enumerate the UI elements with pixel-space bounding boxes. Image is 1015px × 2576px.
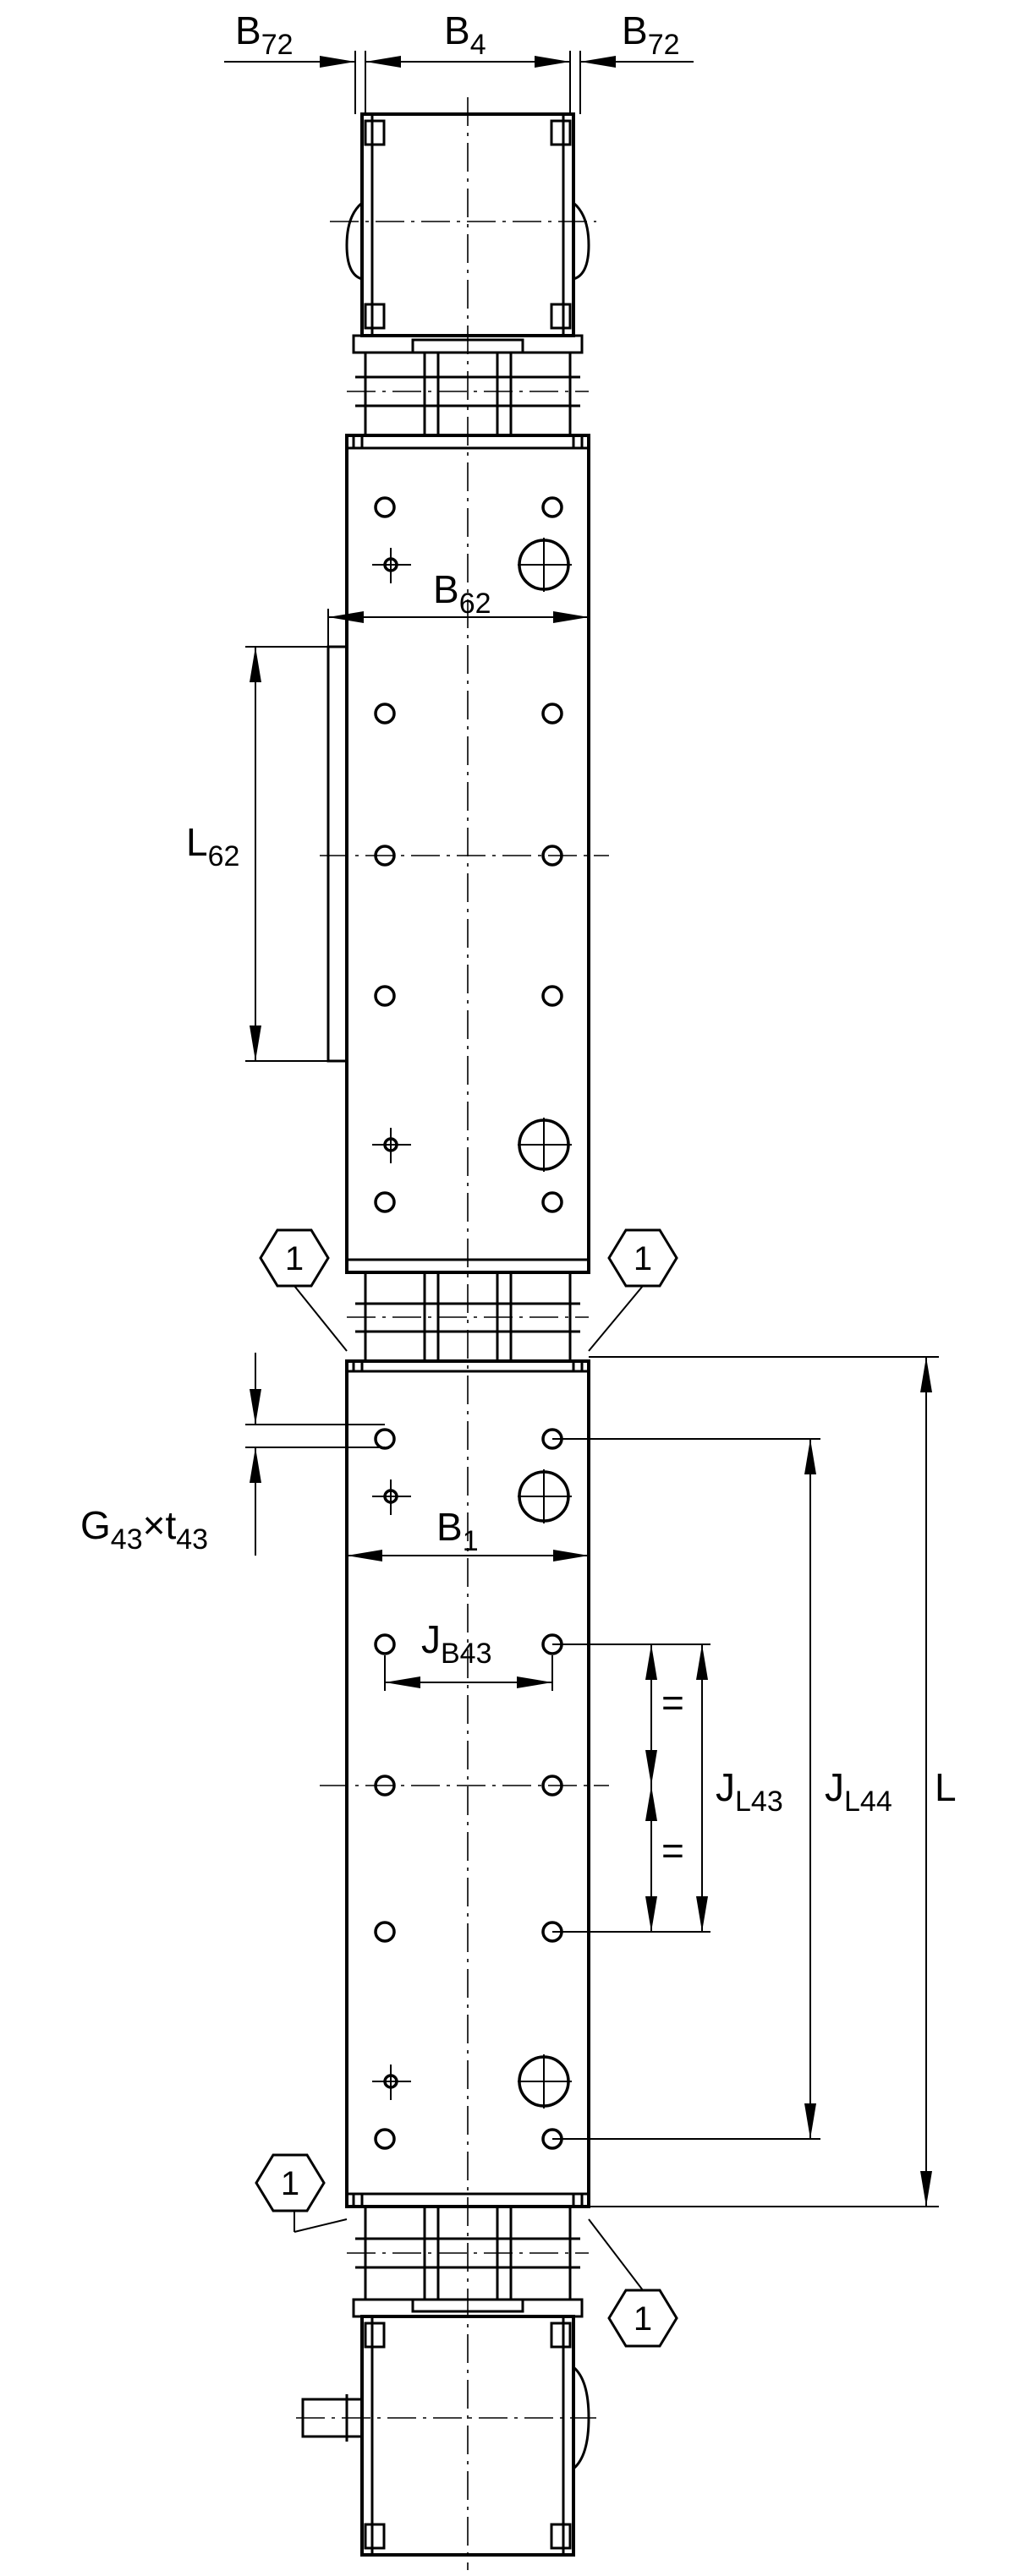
label-b4: B4 xyxy=(444,8,486,61)
g43-dimension xyxy=(245,1353,385,1556)
b1-dimension xyxy=(347,1550,589,1561)
l62-dimension xyxy=(245,646,347,1062)
label-equal-lower: = xyxy=(661,1829,684,1873)
label-b62: B62 xyxy=(433,567,491,620)
label-b72-left: B72 xyxy=(235,8,294,61)
label-jb43: JB43 xyxy=(421,1617,492,1670)
b62-dimension xyxy=(327,609,589,647)
svg-text:1: 1 xyxy=(281,2165,299,2202)
svg-text:1: 1 xyxy=(634,2300,652,2338)
jb43-dimension xyxy=(384,1655,553,1691)
label-l62: L62 xyxy=(186,820,239,872)
label-b72-right: B72 xyxy=(622,8,680,61)
l-dimension xyxy=(589,1356,939,2207)
label-jl44: JL44 xyxy=(825,1765,892,1818)
label-l: L xyxy=(935,1765,957,1809)
jl44-dimension xyxy=(552,1438,820,2140)
callout-1-upper-left: 1 xyxy=(259,1228,348,1352)
top-width-dimensions xyxy=(224,51,694,114)
callout-1-upper-right: 1 xyxy=(588,1228,678,1352)
side-attachment xyxy=(326,645,348,1063)
jl43-dimension xyxy=(552,1643,710,1933)
callout-1-lower-right: 1 xyxy=(588,2218,678,2348)
bottom-motor xyxy=(296,2315,596,2557)
top-motor xyxy=(330,112,596,337)
label-g43-t43: G43×t43 xyxy=(80,1503,208,1556)
label-equal-upper: = xyxy=(661,1681,684,1725)
callout-1-lower-left: 1 xyxy=(255,2153,348,2233)
label-b1: B1 xyxy=(436,1505,479,1557)
svg-text:1: 1 xyxy=(634,1240,652,1277)
label-jl43: JL43 xyxy=(716,1765,783,1818)
svg-text:1: 1 xyxy=(285,1240,304,1277)
upper-holes xyxy=(320,496,609,1213)
